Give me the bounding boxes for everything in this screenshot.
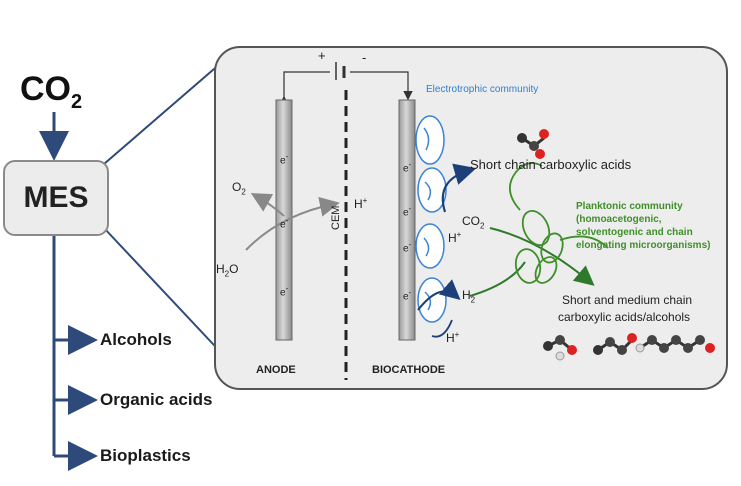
hydrogen-arrow	[417, 279, 461, 311]
electron-cathode-4: e-	[403, 288, 412, 303]
product-organic-acids: Organic acids	[100, 390, 213, 409]
short-chain-acids-label: Short chain carboxylic acids	[470, 157, 632, 172]
cem-label: CEM	[330, 205, 342, 230]
proton-label-anode: H+	[354, 196, 368, 211]
molecule-product-3	[635, 335, 715, 353]
proton-label-cathode-top: H+	[448, 230, 462, 245]
electron-cathode-3: e-	[403, 240, 412, 255]
biofilm-cells	[415, 115, 447, 323]
anode-label: ANODE	[256, 364, 296, 376]
proton-arrow	[245, 196, 340, 251]
electron-anode-1: e-	[280, 152, 289, 167]
planktonic-microorganisms	[509, 162, 609, 284]
product-alcohols: Alcohols	[100, 330, 172, 349]
anode-electrode	[275, 99, 293, 341]
negative-terminal-label: -	[362, 50, 367, 65]
electron-cathode-1: e-	[403, 160, 412, 175]
electron-anode-3: e-	[280, 284, 289, 299]
h2-green-arrow	[469, 261, 526, 297]
oxygen-arrow	[250, 193, 285, 217]
planktonic-community-label: Planktonic community (homoacetogenic, so…	[576, 201, 711, 251]
hydrogen-label: H2	[462, 288, 476, 305]
short-medium-chain-label: Short and medium chain carboxylic acids/…	[558, 293, 693, 324]
molecule-product-2	[593, 333, 637, 355]
mes-box: MES	[3, 160, 109, 236]
carboxylic-acid-arrow	[441, 163, 477, 213]
biocathode-label: BIOCATHODE	[372, 364, 446, 376]
co2-to-products-arrow	[489, 227, 595, 286]
water-label: H2O	[216, 262, 239, 279]
mes-cell-panel	[214, 46, 728, 390]
product-bioplastics: Bioplastics	[100, 446, 191, 465]
proton-label-cathode-bottom: H+	[446, 330, 460, 345]
electron-anode-2: e-	[280, 216, 289, 231]
electrotrophic-community-label: Electrotrophic community	[426, 84, 539, 95]
zoom-line-bottom	[103, 227, 229, 361]
anode-wire	[279, 71, 330, 106]
biocathode-electrode	[398, 99, 416, 341]
molecule-short-chain-acid	[517, 129, 549, 159]
co2-input-label: CO2	[20, 70, 83, 113]
proton-uptake-arrow	[431, 319, 453, 338]
oxygen-label: O2	[232, 180, 246, 197]
electron-cathode-2: e-	[403, 204, 412, 219]
cathode-wire	[350, 71, 413, 101]
positive-terminal-label: +	[318, 48, 326, 63]
co2-cathode-label: CO2	[462, 214, 485, 231]
molecule-product-1	[543, 335, 577, 361]
